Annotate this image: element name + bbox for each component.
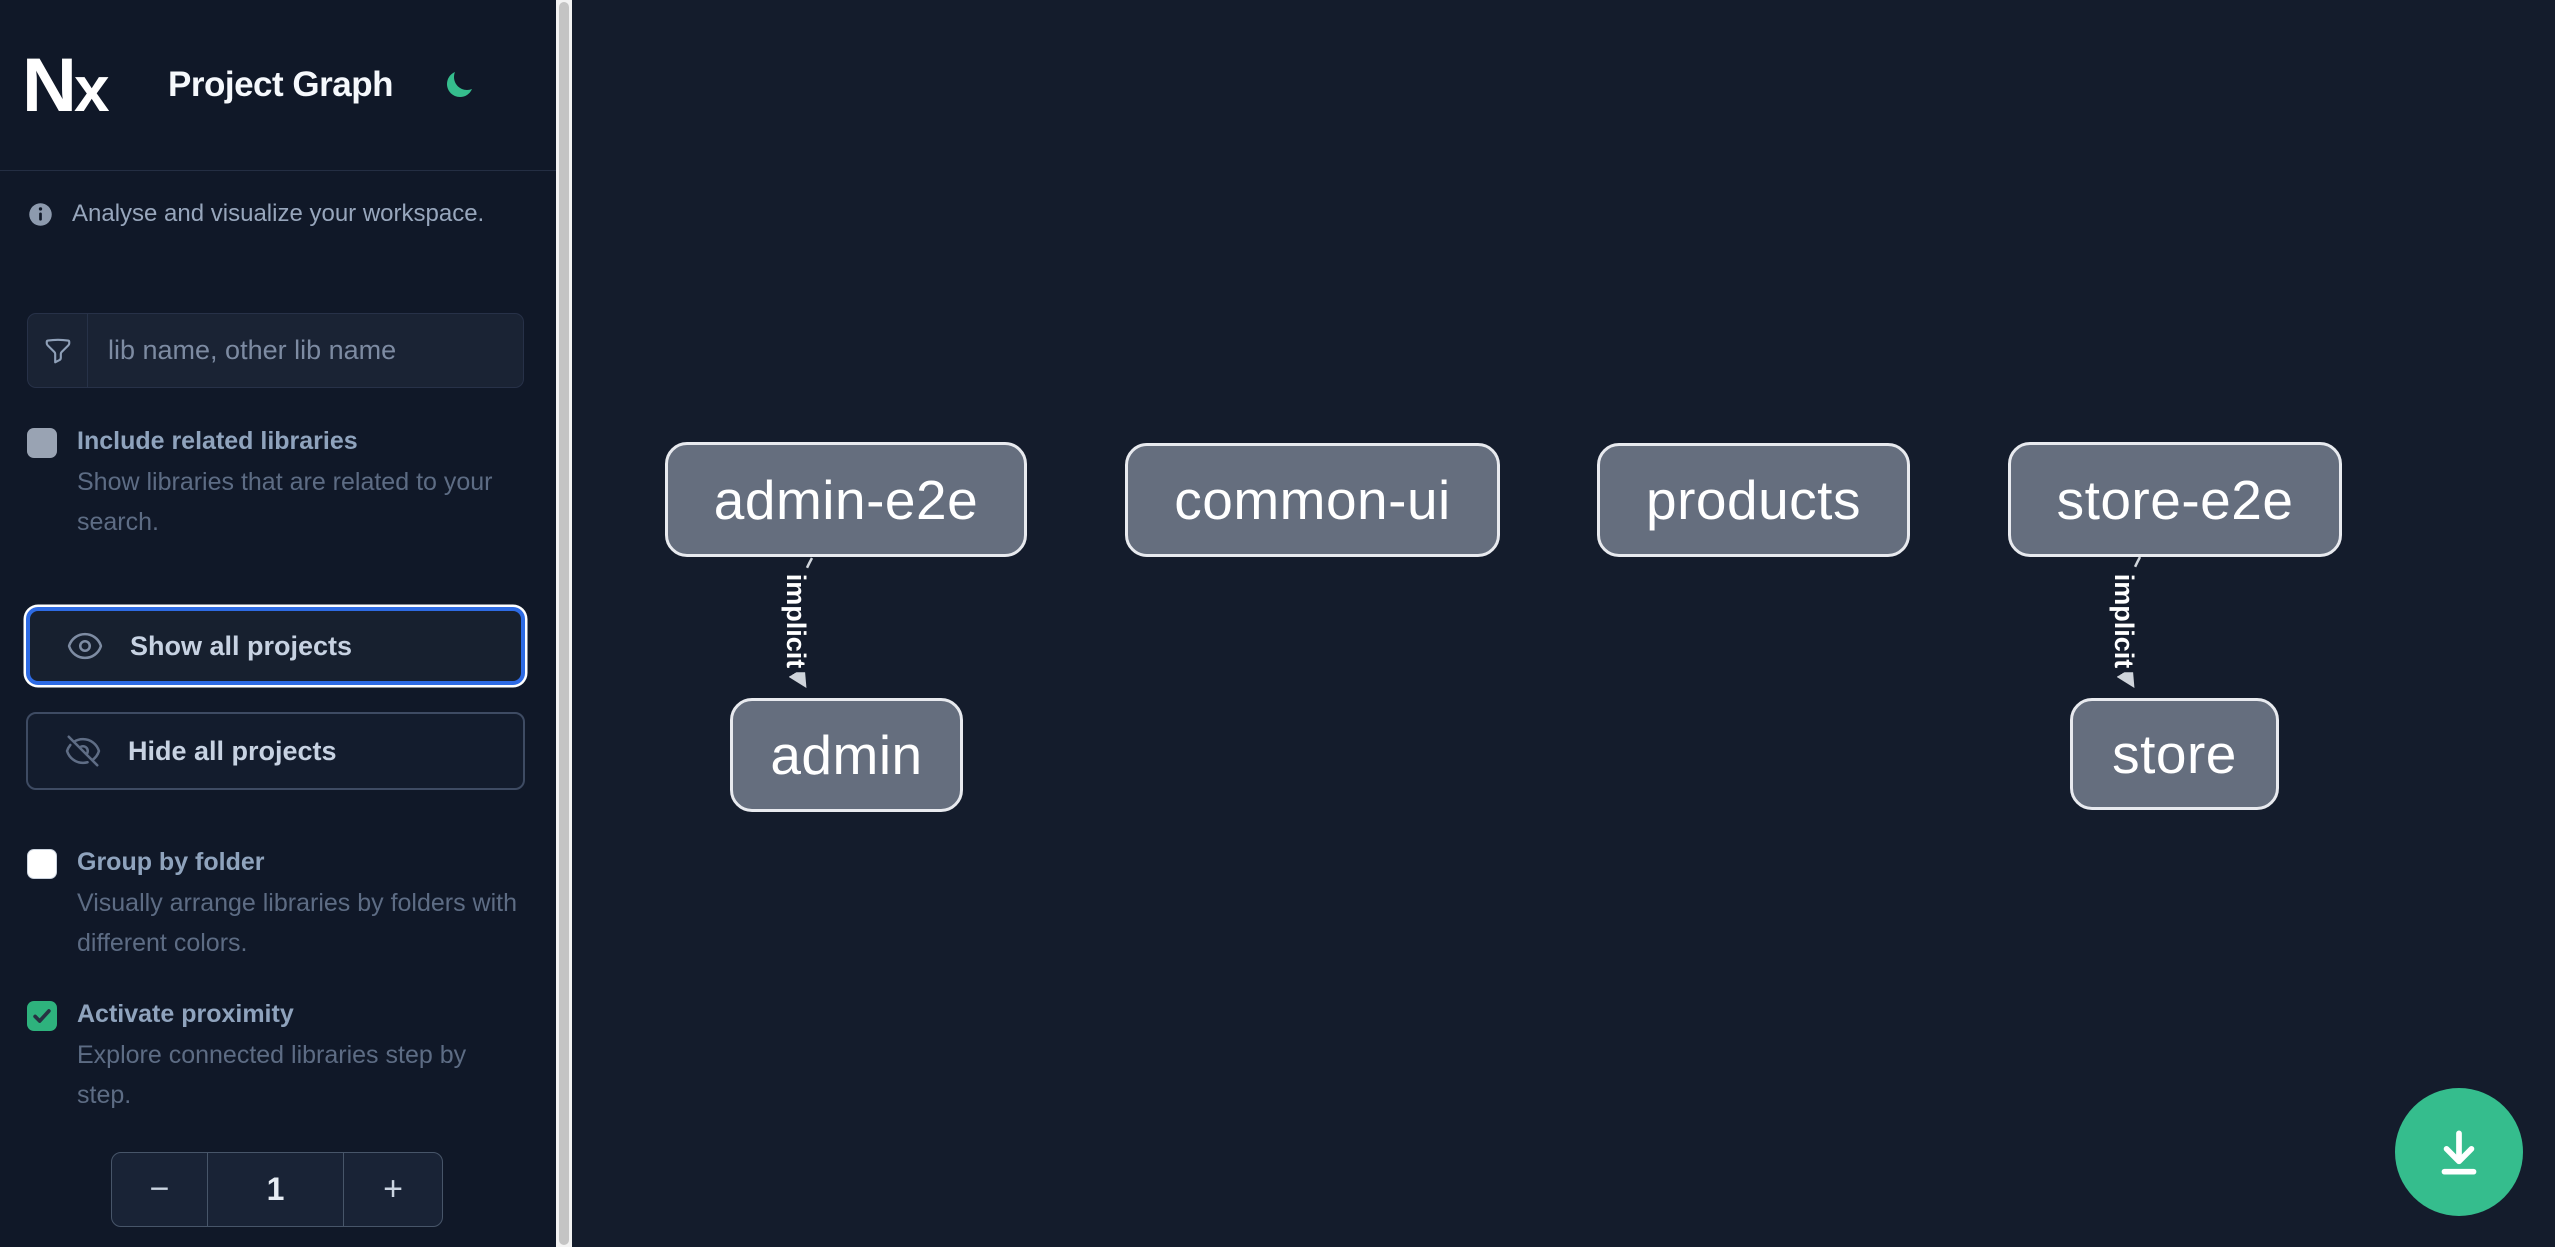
info-icon bbox=[29, 202, 52, 226]
activate-proximity-description: Explore connected libraries step by step… bbox=[77, 1041, 467, 1109]
page-title: Project Graph bbox=[168, 65, 393, 104]
graph-node-admin-e2e[interactable]: admin-e2e bbox=[665, 442, 1027, 557]
hide-all-projects-label: Hide all projects bbox=[128, 735, 337, 766]
include-related-label[interactable]: Include related libraries bbox=[77, 427, 358, 455]
edge-label-implicit-store: implicit bbox=[2109, 574, 2139, 669]
edge-store-e2e-to-store[interactable] bbox=[2116, 556, 2142, 689]
sidebar: N x Project Graph Analyse and visualize … bbox=[0, 0, 556, 1247]
eye-icon bbox=[67, 632, 103, 660]
graph-node-admin[interactable]: admin bbox=[730, 698, 963, 812]
show-all-projects-label: Show all projects bbox=[130, 630, 353, 661]
search-box bbox=[27, 313, 524, 388]
checkmark-icon bbox=[33, 1009, 51, 1023]
proximity-decrement-button[interactable]: − bbox=[112, 1153, 208, 1226]
group-by-folder-description: Visually arrange libraries by folders wi… bbox=[77, 889, 518, 957]
group-by-folder-checkbox[interactable] bbox=[27, 849, 57, 879]
edge-admin-e2e-to-admin[interactable] bbox=[788, 557, 814, 689]
proximity-stepper: − 1 + bbox=[111, 1152, 443, 1227]
hide-all-projects-button[interactable]: Hide all projects bbox=[26, 712, 525, 790]
option-include-related: Include related libraries Show libraries… bbox=[27, 424, 527, 542]
option-group-by-folder: Group by folder Visually arrange librari… bbox=[27, 845, 527, 963]
project-graph-canvas[interactable]: implicit implicit admin-e2e common-ui pr… bbox=[572, 0, 2555, 1247]
search-input[interactable] bbox=[88, 314, 523, 387]
graph-node-products[interactable]: products bbox=[1597, 443, 1910, 557]
activate-proximity-label[interactable]: Activate proximity bbox=[77, 1000, 294, 1028]
eye-slash-icon bbox=[65, 735, 101, 767]
activate-proximity-checkbox[interactable] bbox=[27, 1001, 57, 1031]
include-related-checkbox[interactable] bbox=[27, 428, 57, 458]
sidebar-scrollbar-thumb[interactable] bbox=[559, 2, 569, 1245]
option-activate-proximity: Activate proximity Explore connected lib… bbox=[27, 997, 527, 1115]
proximity-increment-button[interactable]: + bbox=[383, 1170, 403, 1208]
workspace-intro: Analyse and visualize your workspace. bbox=[27, 200, 484, 228]
download-graph-button[interactable] bbox=[2395, 1088, 2523, 1216]
graph-node-common-ui[interactable]: common-ui bbox=[1125, 443, 1500, 557]
include-related-description: Show libraries that are related to your … bbox=[77, 468, 493, 536]
svg-text:x: x bbox=[74, 53, 110, 117]
edge-label-implicit-admin: implicit bbox=[781, 574, 811, 669]
download-icon bbox=[2441, 1130, 2477, 1175]
graph-edges: implicit implicit bbox=[776, 556, 2143, 689]
svg-text:N: N bbox=[26, 53, 72, 117]
sidebar-header: N x Project Graph bbox=[0, 0, 556, 171]
group-by-folder-label[interactable]: Group by folder bbox=[77, 848, 265, 876]
proximity-value: 1 bbox=[208, 1153, 344, 1226]
graph-node-store-e2e[interactable]: store-e2e bbox=[2008, 442, 2342, 557]
nx-logo: N x bbox=[26, 53, 110, 117]
graph-node-store[interactable]: store bbox=[2070, 698, 2279, 810]
filter-icon bbox=[28, 314, 88, 387]
intro-text: Analyse and visualize your workspace. bbox=[72, 200, 485, 227]
moon-icon[interactable] bbox=[443, 69, 475, 101]
show-all-projects-button[interactable]: Show all projects bbox=[26, 607, 525, 685]
sidebar-scrollbar-track bbox=[556, 0, 572, 1247]
